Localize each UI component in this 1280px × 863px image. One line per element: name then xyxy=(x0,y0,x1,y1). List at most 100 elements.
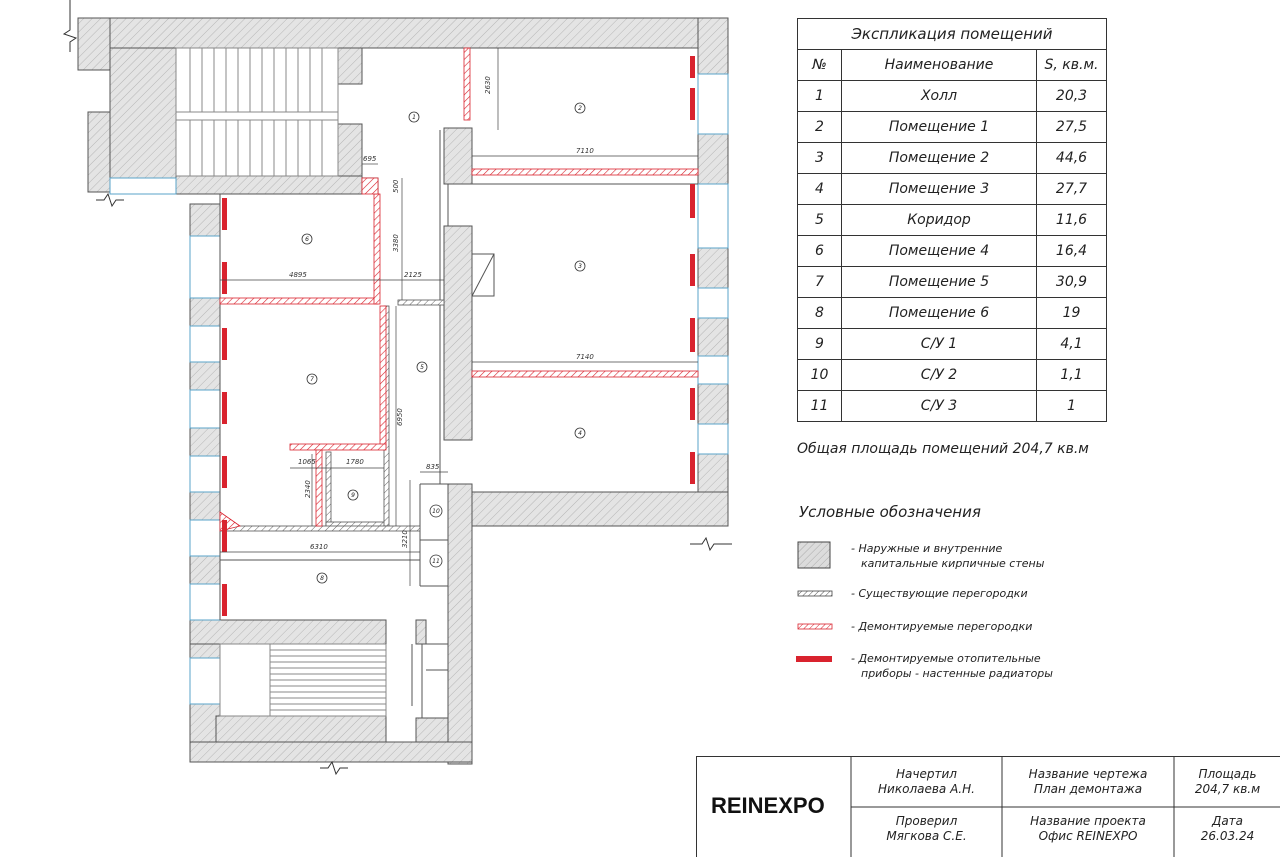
row-name: С/У 3 xyxy=(841,390,1037,422)
row-name: Помещение 5 xyxy=(841,266,1037,298)
row-area: 30,9 xyxy=(1036,266,1107,298)
row-area: 11,6 xyxy=(1036,204,1107,236)
room-number-8: 8 xyxy=(320,575,324,582)
legend-walls: - Наружные и внутренние капитальные кирп… xyxy=(851,541,1044,571)
legend-swatch-walls xyxy=(797,541,831,569)
drawing-name: План демонтажа xyxy=(1033,782,1143,796)
explication-title: Экспликация помещений xyxy=(797,18,1107,50)
legend-radiators-line2: приборы - настенные радиаторы xyxy=(861,667,1053,680)
room-number-11: 11 xyxy=(432,558,440,565)
area-label: Площадь xyxy=(1198,767,1257,781)
dim-500: 500 xyxy=(392,179,400,193)
break-marks xyxy=(62,0,732,776)
row-name: С/У 1 xyxy=(841,328,1037,360)
checked-label: Проверил xyxy=(895,814,958,828)
dim-1780: 1780 xyxy=(346,458,364,466)
row-name: Помещение 6 xyxy=(841,297,1037,329)
row-name: Холл xyxy=(841,80,1037,112)
checked-name: Мягкова С.Е. xyxy=(886,829,967,843)
dimension-lines xyxy=(220,48,698,586)
project-cell: Название проекта Офис REINEXPO xyxy=(1002,814,1174,844)
room-number-9: 9 xyxy=(351,492,355,499)
staircase-bottom xyxy=(219,643,387,717)
dim-695: 695 xyxy=(363,155,377,163)
row-num: 11 xyxy=(797,390,842,422)
row-num: 3 xyxy=(797,142,842,174)
legend-radiators: - Демонтируемые отопительные приборы - н… xyxy=(851,651,1053,681)
legend-swatches xyxy=(796,541,833,662)
total-area: Общая площадь помещений 204,7 кв.м xyxy=(797,441,1089,457)
room-number-6: 6 xyxy=(305,236,309,243)
area-cell: Площадь 204,7 кв.м xyxy=(1174,767,1280,797)
dim-2630: 2630 xyxy=(484,76,492,94)
room-number-3: 3 xyxy=(578,263,582,270)
row-area: 20,3 xyxy=(1036,80,1107,112)
title-block: REINEXPO Начертил Николаева А.Н. Провери… xyxy=(696,756,1280,857)
legend-walls-line2: капитальные кирпичные стены xyxy=(861,557,1045,570)
capital-walls xyxy=(77,17,729,765)
header-num: № xyxy=(797,49,842,81)
radiators xyxy=(222,56,695,616)
drawing-cell: Название чертежа План демонтажа xyxy=(1002,767,1174,797)
date-value: 26.03.24 xyxy=(1200,829,1255,843)
reinexpo-logo: REINEXPO xyxy=(711,793,825,818)
demolished-partitions xyxy=(219,47,699,532)
header-name: Наименование xyxy=(841,49,1037,81)
drew-cell: Начертил Николаева А.Н. xyxy=(851,767,1002,797)
dim-6950: 6950 xyxy=(396,408,404,426)
row-num: 6 xyxy=(797,235,842,267)
drew-label: Начертил xyxy=(896,767,957,781)
row-num: 1 xyxy=(797,80,842,112)
floor-plan: 2630 695 7110 500 3380 4895 2125 7140 69… xyxy=(62,0,732,776)
row-num: 2 xyxy=(797,111,842,143)
date-cell: Дата 26.03.24 xyxy=(1174,814,1280,844)
dim-1065: 1065 xyxy=(298,458,316,466)
legend-swatch-existing xyxy=(797,590,833,597)
row-num: 5 xyxy=(797,204,842,236)
row-num: 7 xyxy=(797,266,842,298)
title-block-grid xyxy=(850,757,1280,857)
row-area: 4,1 xyxy=(1036,328,1107,360)
legend-swatch-radiators xyxy=(796,656,832,662)
dim-4895: 4895 xyxy=(289,271,307,279)
date-label: Дата xyxy=(1211,814,1244,828)
row-area: 27,7 xyxy=(1036,173,1107,205)
row-name: С/У 2 xyxy=(841,359,1037,391)
legend-swatch-demolished xyxy=(797,623,833,630)
dim-3380: 3380 xyxy=(392,234,400,252)
dimension-labels: 2630 695 7110 500 3380 4895 2125 7140 69… xyxy=(289,76,594,551)
legend-demolished: - Демонтируемые перегородки xyxy=(851,620,1033,633)
row-num: 9 xyxy=(797,328,842,360)
legend-title: Условные обозначения xyxy=(799,503,981,521)
row-area: 27,5 xyxy=(1036,111,1107,143)
area-value: 204,7 кв.м xyxy=(1194,782,1261,796)
row-area: 19 xyxy=(1036,297,1107,329)
legend-walls-line1: - Наружные и внутренние xyxy=(851,542,1003,555)
row-name: Помещение 1 xyxy=(841,111,1037,143)
row-name: Помещение 4 xyxy=(841,235,1037,267)
dim-835: 835 xyxy=(426,463,440,471)
row-name: Помещение 2 xyxy=(841,142,1037,174)
dim-2125: 2125 xyxy=(404,271,422,279)
dim-7140: 7140 xyxy=(576,353,594,361)
row-name: Помещение 3 xyxy=(841,173,1037,205)
drawing-label: Название чертежа xyxy=(1028,767,1148,781)
staircase-top xyxy=(175,47,339,177)
row-num: 4 xyxy=(797,173,842,205)
dim-2340: 2340 xyxy=(304,480,312,498)
legend-radiators-line1: - Демонтируемые отопительные xyxy=(851,652,1041,665)
row-area: 44,6 xyxy=(1036,142,1107,174)
header-area: S, кв.м. xyxy=(1036,49,1107,81)
legend-existing: - Существующие перегородки xyxy=(851,587,1028,600)
dim-7110: 7110 xyxy=(576,147,594,155)
room-number-10: 10 xyxy=(432,508,440,515)
